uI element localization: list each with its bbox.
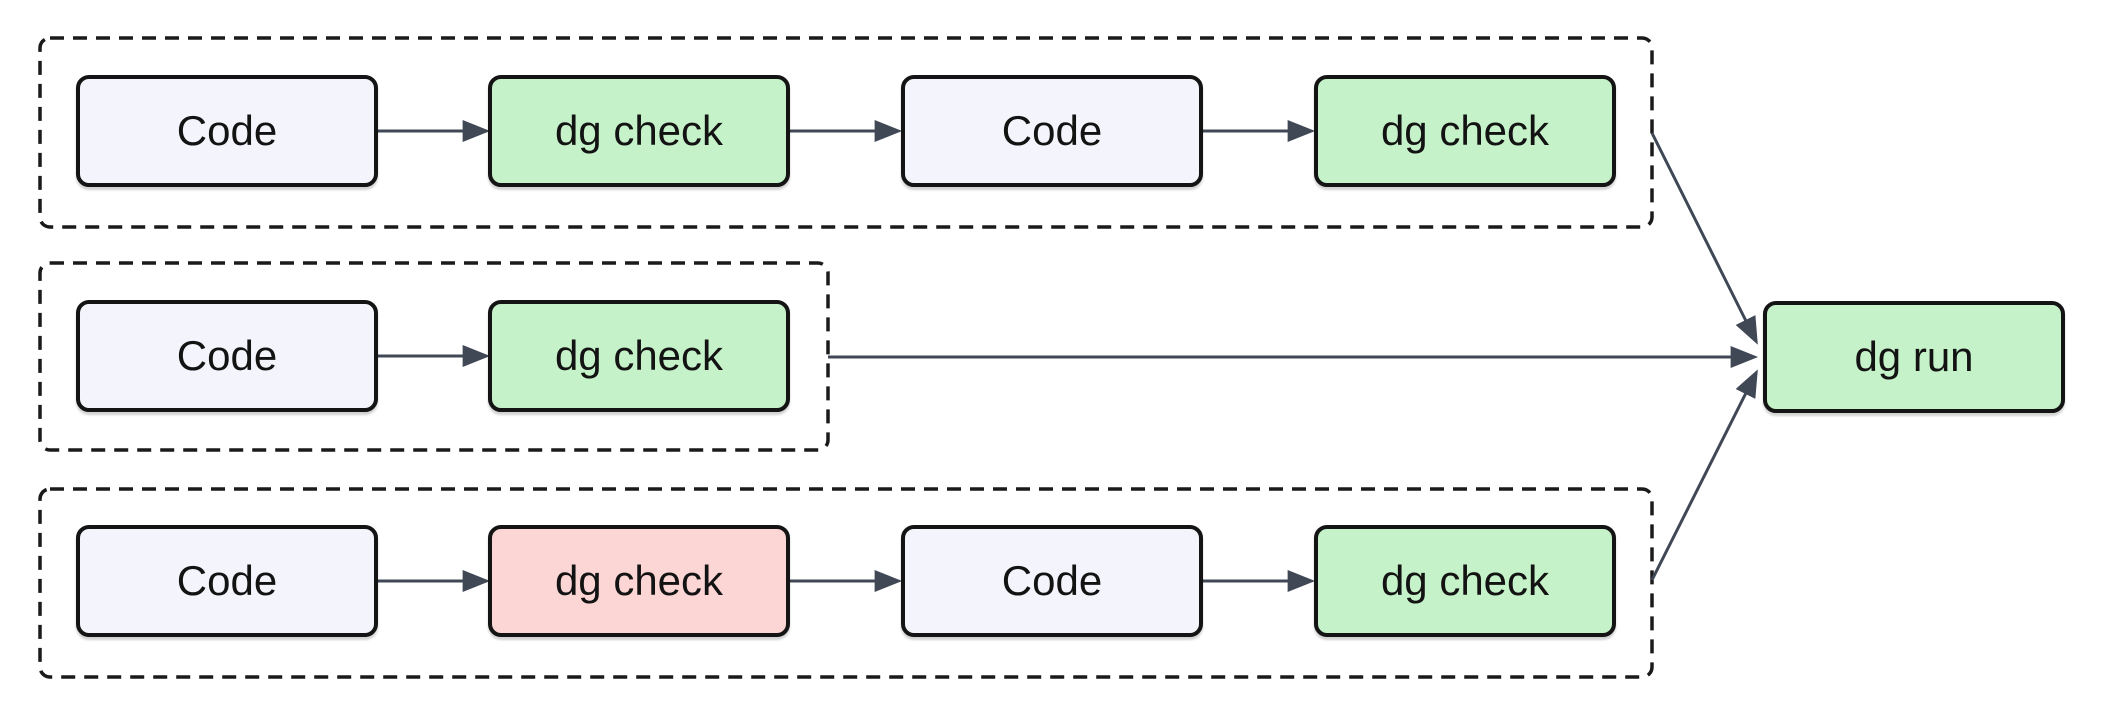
branch2-code-node-1: Code: [76, 300, 378, 412]
branch3-dg-check-node-1-failed: dg check: [488, 525, 790, 637]
branch1-code-node-1: Code: [76, 75, 378, 187]
branch-3-container: [38, 487, 1654, 679]
branch1-code-node-2: Code: [901, 75, 1203, 187]
dg-run-node: dg run: [1763, 301, 2065, 413]
branch1-dg-check-node-1: dg check: [488, 75, 790, 187]
branch3-code-node-1: Code: [76, 525, 378, 637]
branch3-code-node-2: Code: [901, 525, 1203, 637]
edge-branch3-to-run: [1650, 369, 1758, 581]
edge-branch1-to-run: [1650, 132, 1758, 345]
bran2-dg-check-node-1: dg check: [488, 300, 790, 412]
branch3-dg-check-node-2: dg check: [1314, 525, 1616, 637]
branch1-dg-check-node-2: dg check: [1314, 75, 1616, 187]
branch-1-container: [38, 36, 1654, 229]
